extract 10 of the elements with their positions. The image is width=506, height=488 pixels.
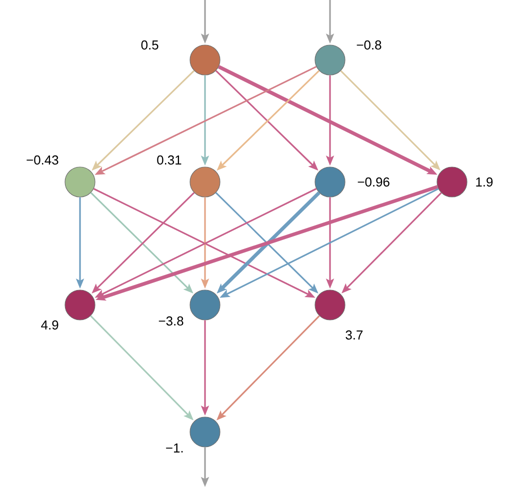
value-label: −0.43: [26, 155, 58, 165]
value-label: 0.31: [157, 155, 182, 165]
value-label: −3.8: [158, 316, 184, 326]
value-label: 4.9: [41, 320, 58, 330]
value-label: 0.5: [141, 40, 158, 50]
value-label: −1.: [166, 444, 183, 452]
value-label: −0.96: [358, 177, 390, 187]
value-label: 1.9: [476, 177, 493, 187]
value-label: −0.8: [356, 40, 382, 50]
value-label: 3.7: [346, 330, 363, 340]
